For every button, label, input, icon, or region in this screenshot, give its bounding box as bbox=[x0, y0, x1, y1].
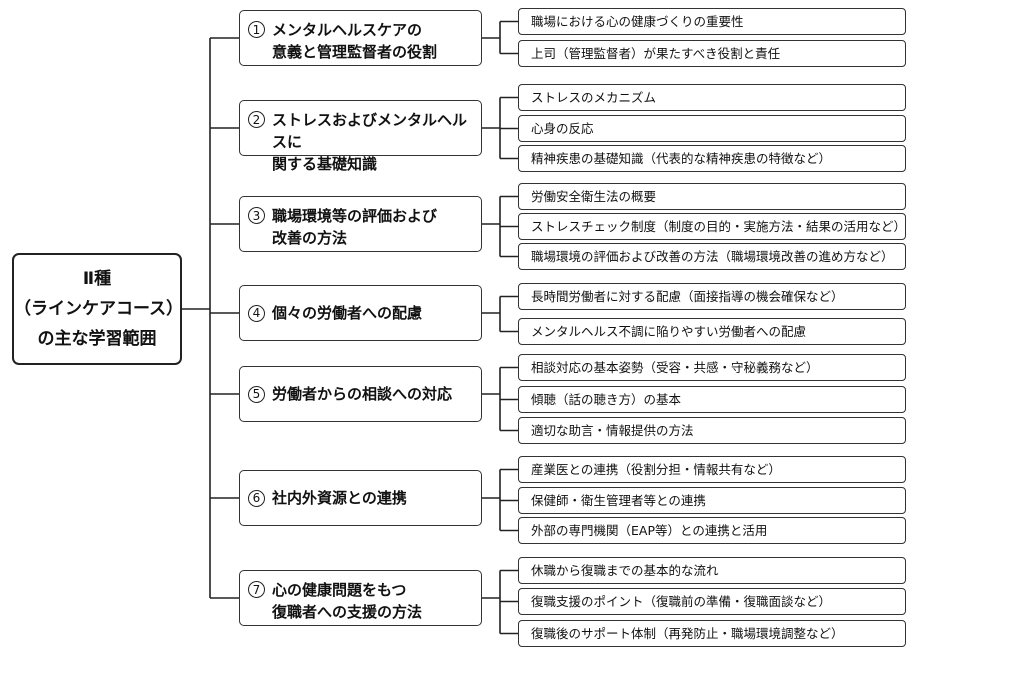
subtopic-item: 職場環境の評価および改善の方法（職場環境改善の進め方など） bbox=[518, 243, 906, 270]
topic-title-line1: 労働者からの相談への対応 bbox=[272, 385, 453, 403]
topic-number: 2 bbox=[248, 111, 265, 128]
root-node: Ⅱ種 （ラインケアコース） の主な学習範囲 bbox=[12, 253, 184, 365]
root-title: Ⅱ種 bbox=[82, 269, 112, 289]
topic-number: 3 bbox=[248, 207, 265, 224]
subtopic-item: ストレスのメカニズム bbox=[518, 84, 906, 111]
subtopic-item: 相談対応の基本姿勢（受容・共感・守秘義務など） bbox=[518, 354, 906, 381]
topic-number: 7 bbox=[248, 581, 265, 598]
topic-title-line1: 社内外資源との連携 bbox=[272, 489, 407, 507]
root-subtitle: （ラインケアコース） bbox=[14, 299, 184, 319]
subtopic-item: 保健師・衛生管理者等との連携 bbox=[518, 487, 906, 514]
topic-box-4: 4 個々の労働者への配慮 bbox=[239, 285, 482, 341]
root-caption: の主な学習範囲 bbox=[37, 329, 157, 349]
subtopic-item: 労働安全衛生法の概要 bbox=[518, 183, 906, 210]
subtopic-item: 精神疾患の基礎知識（代表的な精神疾患の特徴など） bbox=[518, 145, 906, 172]
topic-number: 4 bbox=[248, 304, 265, 322]
topic-box-5: 5 労働者からの相談への対応 bbox=[239, 366, 482, 422]
subtopic-item: 休職から復職までの基本的な流れ bbox=[518, 557, 906, 584]
topic-number: 6 bbox=[248, 489, 265, 507]
subtopic-item: 適切な助言・情報提供の方法 bbox=[518, 417, 906, 444]
topic-title-line2: 復職者への支援の方法 bbox=[272, 603, 423, 621]
topic-box-1: 1 メンタルヘルスケアの意義と管理監督者の役割 bbox=[239, 10, 482, 66]
topic-title-line1: 職場環境等の評価および bbox=[272, 207, 438, 225]
topic-title-line1: 心の健康問題をもつ bbox=[272, 581, 407, 599]
subtopic-item: 外部の専門機関（EAP等）との連携と活用 bbox=[518, 517, 906, 544]
topic-title-line2: 改善の方法 bbox=[272, 229, 348, 247]
subtopic-item: ストレスチェック制度（制度の目的・実施方法・結果の活用など） bbox=[518, 213, 906, 240]
subtopic-item: 上司（管理監督者）が果たすべき役割と責任 bbox=[518, 40, 906, 67]
topic-number: 1 bbox=[248, 21, 265, 38]
subtopic-item: 傾聴（話の聴き方）の基本 bbox=[518, 386, 906, 413]
topic-title-line1: 個々の労働者への配慮 bbox=[272, 304, 423, 322]
subtopic-item: メンタルヘルス不調に陥りやすい労働者への配慮 bbox=[518, 318, 906, 345]
topic-title-line1: メンタルヘルスケアの bbox=[272, 21, 423, 39]
subtopic-item: 心身の反応 bbox=[518, 115, 906, 142]
subtopic-item: 職場における心の健康づくりの重要性 bbox=[518, 8, 906, 35]
topic-title-line2: 意義と管理監督者の役割 bbox=[272, 43, 438, 61]
topic-box-2: 2 ストレスおよびメンタルヘルスに関する基礎知識 bbox=[239, 100, 482, 173]
subtopic-item: 産業医との連携（役割分担・情報共有など） bbox=[518, 456, 906, 483]
topic-title-line1: ストレスおよびメンタルヘルスに bbox=[272, 111, 468, 151]
subtopic-item: 復職後のサポート体制（再発防止・職場環境調整など） bbox=[518, 620, 906, 647]
topic-title-line2: 関する基礎知識 bbox=[272, 155, 378, 173]
topic-box-3: 3 職場環境等の評価および改善の方法 bbox=[239, 196, 482, 252]
topic-box-6: 6 社内外資源との連携 bbox=[239, 470, 482, 526]
topic-number: 5 bbox=[248, 385, 265, 403]
subtopic-item: 復職支援のポイント（復職前の準備・復職面談など） bbox=[518, 588, 906, 615]
subtopic-item: 長時間労働者に対する配慮（面接指導の機会確保など） bbox=[518, 283, 906, 310]
topic-box-7: 7 心の健康問題をもつ復職者への支援の方法 bbox=[239, 570, 482, 626]
